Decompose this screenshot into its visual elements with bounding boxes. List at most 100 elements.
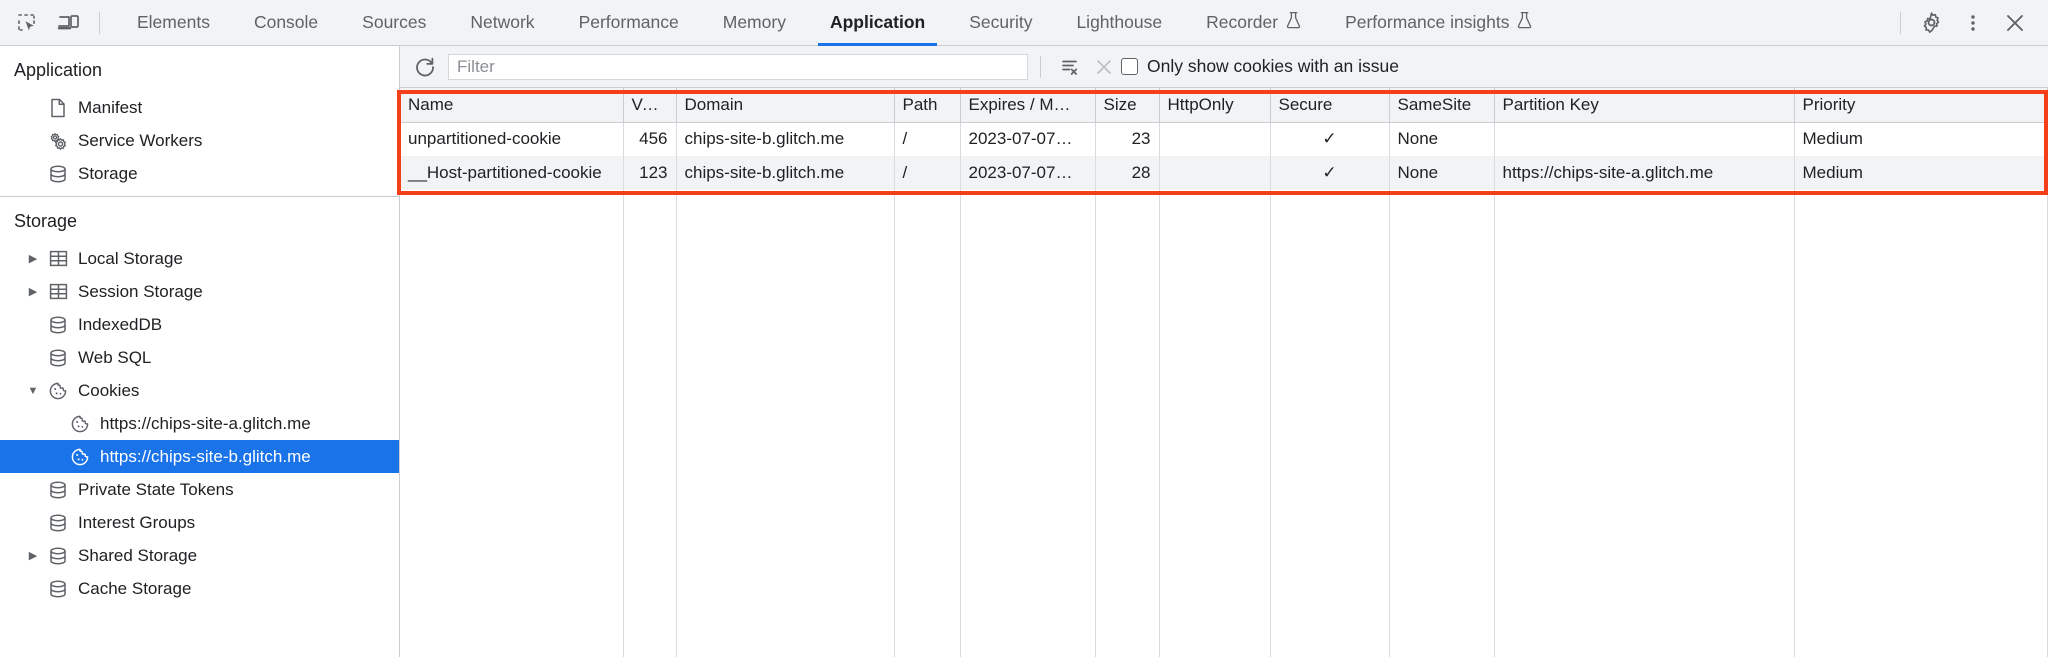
cell-name: unpartitioned-cookie xyxy=(400,122,624,156)
sidebar-item-label: Storage xyxy=(78,163,138,183)
sidebar-item-interest-groups[interactable]: ▶ Interest Groups xyxy=(0,506,399,539)
tab-recorder[interactable]: Recorder xyxy=(1184,0,1323,46)
column-header-name[interactable]: Name xyxy=(400,88,624,123)
tab-security[interactable]: Security xyxy=(947,0,1054,46)
database-icon xyxy=(44,546,72,566)
filter-input[interactable] xyxy=(448,53,1028,80)
tab-performance[interactable]: Performance xyxy=(557,0,701,46)
empty-row xyxy=(400,190,2048,657)
twisty-expanded-icon[interactable]: ▼ xyxy=(27,384,39,397)
column-header-partition-key[interactable]: Partition Key xyxy=(1494,88,1795,123)
sidebar-item-indexeddb[interactable]: ▶ IndexedDB xyxy=(0,308,399,341)
clear-filtered-cookies-icon[interactable] xyxy=(1087,52,1121,82)
tab-sources[interactable]: Sources xyxy=(340,0,448,46)
panel-tabs: Elements Console Sources Network Perform… xyxy=(115,0,1554,46)
empty-cell xyxy=(960,190,1096,657)
sidebar-item-label: Interest Groups xyxy=(78,512,196,532)
tab-network[interactable]: Network xyxy=(448,0,556,46)
sidebar-item-shared-storage[interactable]: ▶ Shared Storage xyxy=(0,539,399,572)
tab-label: Elements xyxy=(137,12,210,32)
column-header-expires[interactable]: Expires / M… xyxy=(960,88,1096,123)
sidebar-application-items: ▶ Manifest ▶ xyxy=(0,91,399,196)
database-icon xyxy=(44,513,72,533)
twisty-collapsed-icon[interactable]: ▶ xyxy=(28,550,38,562)
tab-elements[interactable]: Elements xyxy=(115,0,232,46)
sidebar-item-storage[interactable]: ▶ Storage xyxy=(0,157,399,190)
column-header-value[interactable]: Value xyxy=(623,88,677,123)
only-issues-checkbox[interactable] xyxy=(1121,58,1138,75)
devtools-body: Application ▶ Manifest ▶ xyxy=(0,46,2048,657)
refresh-icon[interactable] xyxy=(408,52,442,82)
cell-partition-key: https://chips-site-a.glitch.me xyxy=(1494,156,1795,190)
column-header-size[interactable]: Size xyxy=(1095,88,1160,123)
tab-performance-insights[interactable]: Performance insights xyxy=(1323,0,1554,46)
cell-expires: 2023-07-07… xyxy=(960,156,1096,190)
sidebar-section-application: Application ▶ Manifest ▶ xyxy=(0,46,399,197)
sidebar-item-label: Web SQL xyxy=(78,347,152,367)
column-header-priority[interactable]: Priority xyxy=(1794,88,2048,123)
sidebar-item-web-sql[interactable]: ▶ Web SQL xyxy=(0,341,399,374)
close-icon[interactable] xyxy=(1994,5,2036,41)
database-icon xyxy=(44,480,72,500)
cell-path: / xyxy=(894,156,961,190)
empty-cell xyxy=(676,190,895,657)
tab-console[interactable]: Console xyxy=(232,0,340,46)
sidebar-item-label: Shared Storage xyxy=(78,545,198,565)
sidebar-item-cookies-site-a[interactable]: ▶ https://chips-site-a.glitch.me xyxy=(0,407,399,440)
table-row[interactable]: unpartitioned-cookie 456 chips-site-b.gl… xyxy=(400,122,2048,156)
table-empty-area xyxy=(400,190,2048,657)
empty-cell xyxy=(894,190,961,657)
only-issues-checkbox-row[interactable]: Only show cookies with an issue xyxy=(1121,56,1399,77)
cell-expires: 2023-07-07… xyxy=(960,122,1096,156)
tab-label: Performance insights xyxy=(1345,12,1510,32)
cell-value: 456 xyxy=(623,122,677,156)
empty-cell xyxy=(400,190,624,657)
device-toolbar-icon[interactable] xyxy=(48,5,90,41)
sidebar-item-label: Manifest xyxy=(78,97,143,117)
empty-cell xyxy=(1494,190,1795,657)
empty-cell xyxy=(1270,190,1390,657)
sidebar-item-manifest[interactable]: ▶ Manifest xyxy=(0,91,399,124)
sidebar-item-cookies-site-b[interactable]: ▶ https://chips-site-b.glitch.me xyxy=(0,440,399,473)
kebab-menu-icon[interactable] xyxy=(1952,5,1994,41)
column-header-httponly[interactable]: HttpOnly xyxy=(1159,88,1271,123)
sidebar-item-label: Local Storage xyxy=(78,248,183,268)
column-header-path[interactable]: Path xyxy=(894,88,961,123)
sidebar-item-local-storage[interactable]: ▶ Local Storage xyxy=(0,242,399,275)
twisty-collapsed-icon[interactable]: ▶ xyxy=(28,253,38,265)
tab-label: Sources xyxy=(362,12,427,32)
empty-cell xyxy=(1389,190,1495,657)
cell-samesite: None xyxy=(1389,156,1495,190)
tab-lighthouse[interactable]: Lighthouse xyxy=(1054,0,1184,46)
inspect-element-icon[interactable] xyxy=(6,5,48,41)
sidebar-item-cookies[interactable]: ▼ Cookies xyxy=(0,374,399,407)
gear-icon[interactable] xyxy=(1910,5,1952,41)
table-icon xyxy=(44,282,72,301)
database-icon xyxy=(44,348,72,368)
twisty-collapsed-icon[interactable]: ▶ xyxy=(28,286,38,298)
column-header-samesite[interactable]: SameSite xyxy=(1389,88,1495,123)
sidebar-item-session-storage[interactable]: ▶ Session Storage xyxy=(0,275,399,308)
experiment-flask-icon xyxy=(1286,11,1301,34)
sidebar-section-title: Application xyxy=(14,60,103,80)
devtools-tab-bar: Elements Console Sources Network Perform… xyxy=(0,0,2048,46)
sidebar-storage-items: ▶ Local Storage ▶ xyxy=(0,242,399,611)
sidebar-item-service-workers[interactable]: ▶ Service Workers xyxy=(0,124,399,157)
column-header-secure[interactable]: Secure xyxy=(1270,88,1390,123)
document-icon xyxy=(44,98,72,118)
tab-label: Security xyxy=(969,12,1033,32)
experiment-flask-icon xyxy=(1517,11,1532,34)
empty-cell xyxy=(623,190,677,657)
table-row[interactable]: __Host-partitioned-cookie 123 chips-site… xyxy=(400,156,2048,190)
database-icon xyxy=(44,315,72,335)
database-icon xyxy=(44,164,72,184)
column-header-domain[interactable]: Domain xyxy=(676,88,895,123)
sidebar-item-private-state-tokens[interactable]: ▶ Private State Tokens xyxy=(0,473,399,506)
tab-memory[interactable]: Memory xyxy=(701,0,808,46)
tab-application[interactable]: Application xyxy=(808,0,947,46)
sidebar-item-cache-storage[interactable]: ▶ Cache Storage xyxy=(0,572,399,605)
tab-label: Lighthouse xyxy=(1076,12,1163,32)
cell-path: / xyxy=(894,122,961,156)
sidebar-section-storage: Storage ▶ Local Storage ▶ xyxy=(0,197,399,611)
clear-all-cookies-icon[interactable] xyxy=(1053,52,1087,82)
